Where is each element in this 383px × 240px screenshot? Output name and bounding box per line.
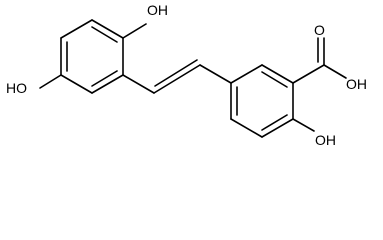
bond-left-ring-inner-1: [91, 26, 118, 43]
bond-right-ring-2: [261, 64, 294, 84]
bond-left-ring-3: [91, 74, 124, 94]
bond-right-ring-inner-1: [261, 71, 288, 88]
bond-bridge-1: [122, 74, 155, 94]
right-benzene-ring: [230, 64, 294, 138]
bond-left-top-hydroxyl: [122, 23, 147, 39]
atom-label-carboxyl-oxygen: O: [314, 22, 325, 38]
carboxyl-group: [292, 37, 347, 84]
vinylene-bridge: [122, 59, 232, 94]
bond-left-ring-4: [60, 74, 93, 94]
bond-right-ring-5: [230, 118, 263, 138]
bond-left-ring-inner-2: [91, 70, 118, 87]
atom-label-hydroxyl-bottom: OH: [315, 132, 336, 148]
bond-bridge-double: [153, 64, 201, 94]
bond-left-hydroxyl: [39, 74, 62, 89]
bond-bridge-double-inner: [154, 59, 198, 87]
bond-carboxyl-hydroxyl: [323, 64, 347, 79]
bond-bridge-2: [199, 64, 232, 84]
left-benzene-ring: [60, 19, 124, 94]
bond-right-ring-1: [230, 64, 263, 84]
bond-left-ring-6: [60, 19, 93, 39]
chemical-structure-diagram: OH HO O OH OH: [6, 2, 367, 148]
bond-bottom-hydroxyl: [292, 118, 315, 132]
atom-label-carboxyl-hydroxyl: OH: [346, 76, 367, 92]
atom-label-hydroxyl-top: OH: [147, 2, 168, 18]
bond-right-ring-4: [261, 118, 294, 138]
bond-left-ring-1: [91, 19, 124, 39]
atom-label-hydroxyl-left: HO: [6, 80, 27, 96]
bond-carboxyl-carbon: [292, 64, 325, 84]
bond-right-ring-inner-2: [261, 114, 288, 131]
